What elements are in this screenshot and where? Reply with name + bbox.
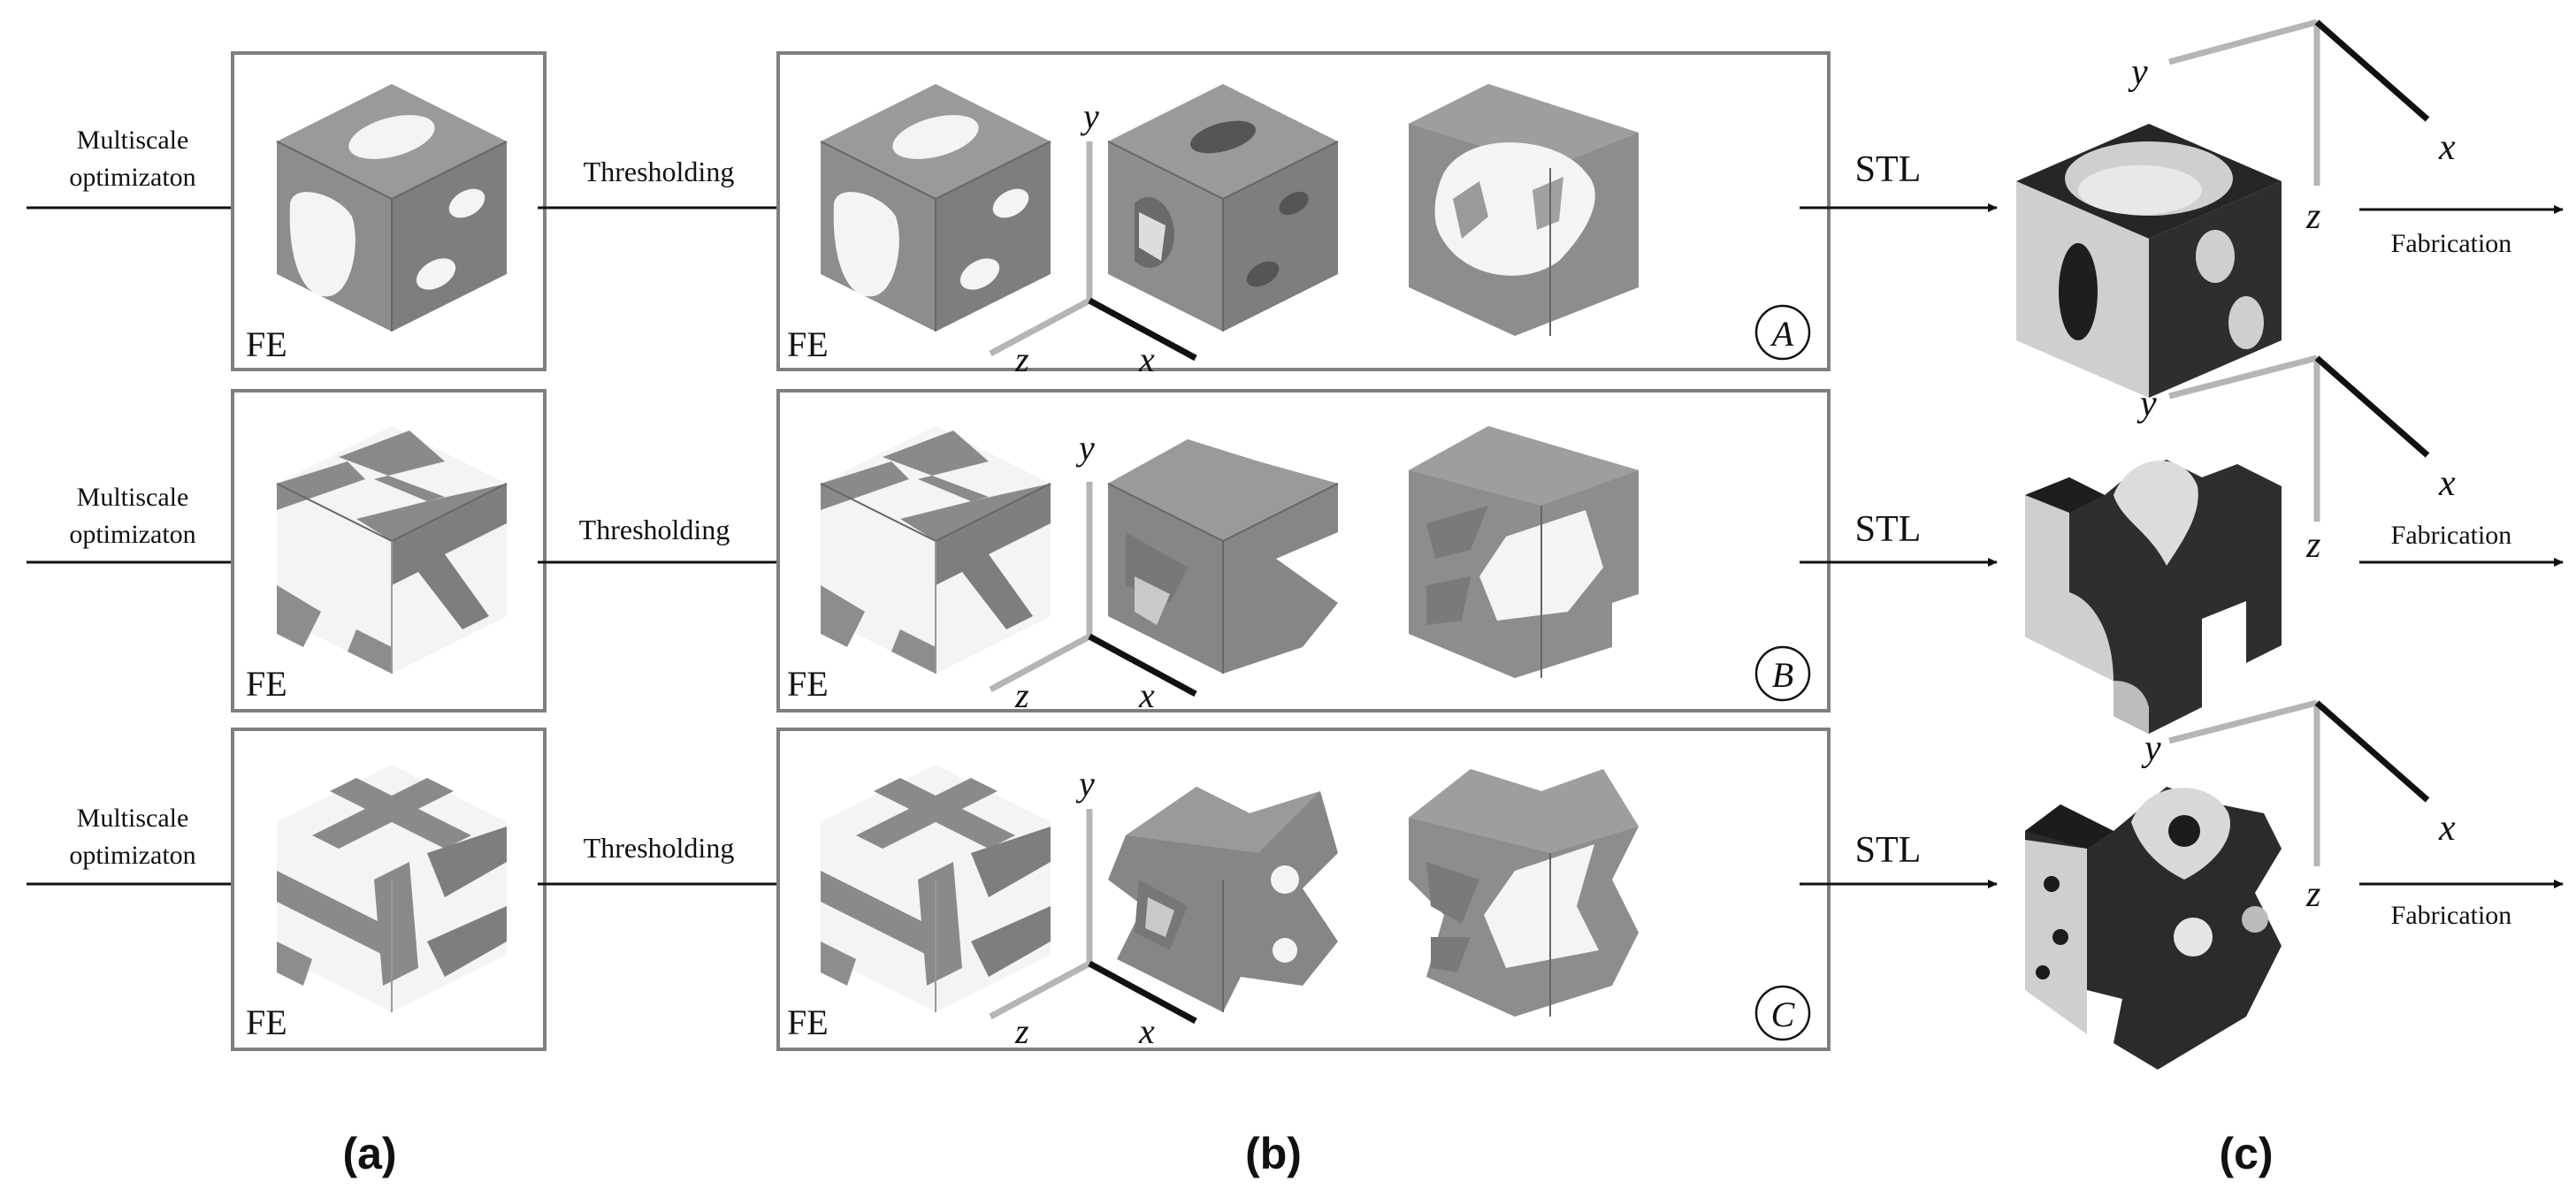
panel-label-c: (c) [2219,1129,2273,1178]
fabrication-label-c: Fabrication [2391,901,2512,930]
stl-axis-x-c: x [2438,808,2456,849]
stl-axes-a: y z x [2128,19,2456,237]
panel-label-b: (b) [1245,1129,1302,1178]
fe-label-c: FE [246,1002,287,1042]
axes-c: y z x [989,764,1197,1051]
row-marker-b: B [1772,655,1793,695]
fe-label-a2: FE [787,324,829,364]
stl-axis-z-a: z [2305,196,2320,237]
stl-axes-c: y z x [2141,699,2456,915]
axis-z-label-a: z [1014,339,1029,379]
stl-axis-y-a: y [2128,52,2148,93]
fe-label-b: FE [246,664,287,704]
multiscale-sublabel-c: optimizaton [69,841,195,870]
stl-label-c: STL [1855,830,1922,871]
thresholding-label-b: Thresholding [579,514,730,545]
stl-axis-z-c: z [2305,874,2320,915]
stl-axis-x-a: x [2438,127,2456,168]
stl-axis-z-b: z [2305,525,2320,566]
section-cube-a [1408,83,1640,337]
row-marker-a: A [1770,314,1794,354]
stl-axes-b: y z x [2136,354,2456,566]
thresholding-label-a: Thresholding [584,156,735,187]
row-b: Multiscale optimizaton FE Thresholding F… [27,354,2564,734]
stl-axis-y-c: y [2141,728,2161,769]
axis-y-label-b: y [1075,428,1095,468]
thresholding-label-c: Thresholding [584,832,735,864]
fabrication-label-a: Fabrication [2391,229,2512,258]
stl-shape-a [2016,124,2282,398]
multiscale-label-c: Multiscale [77,804,189,833]
axes-a: y z x [989,96,1197,379]
axis-z-label-c: z [1014,1011,1029,1051]
multiscale-sublabel-b: optimizaton [69,520,195,549]
axis-x-label-b: x [1138,675,1155,715]
row-marker-circle-c [1754,985,1811,1041]
axis-x-label-c: x [1138,1011,1155,1051]
stl-axis-y-b: y [2136,384,2157,424]
row-marker-c: C [1771,994,1796,1034]
stl-label-b: STL [1855,509,1922,550]
row-a: Multiscale optimizaton FE Thresholding F… [27,19,2564,398]
axis-z-label-b: z [1014,675,1029,715]
section-cube-b [1408,425,1640,679]
axis-y-label-c: y [1075,764,1095,804]
stl-shape-c [2025,787,2282,1070]
axis-y-label-a: y [1080,96,1099,136]
panel-label-a: (a) [342,1129,396,1178]
row-marker-circle-b [1754,645,1811,702]
row-marker-circle-a [1754,304,1811,361]
fe-label-a: FE [246,324,287,364]
multiscale-label-a: Multiscale [77,126,189,155]
stl-label-a: STL [1855,149,1922,190]
section-cube-c [1408,768,1640,1017]
axes-b: y z x [989,428,1197,715]
axis-x-label-a: x [1138,339,1155,379]
fabrication-label-b: Fabrication [2391,521,2512,550]
multiscale-label-b: Multiscale [77,483,189,512]
fe-label-b2: FE [787,664,829,704]
fe-label-c2: FE [787,1002,829,1042]
stl-shape-b [2025,460,2282,734]
multiscale-sublabel-a: optimizaton [69,163,195,192]
stl-axis-x-b: x [2438,463,2456,504]
row-c: Multiscale optimizaton FE Thresholding F… [27,699,2564,1070]
